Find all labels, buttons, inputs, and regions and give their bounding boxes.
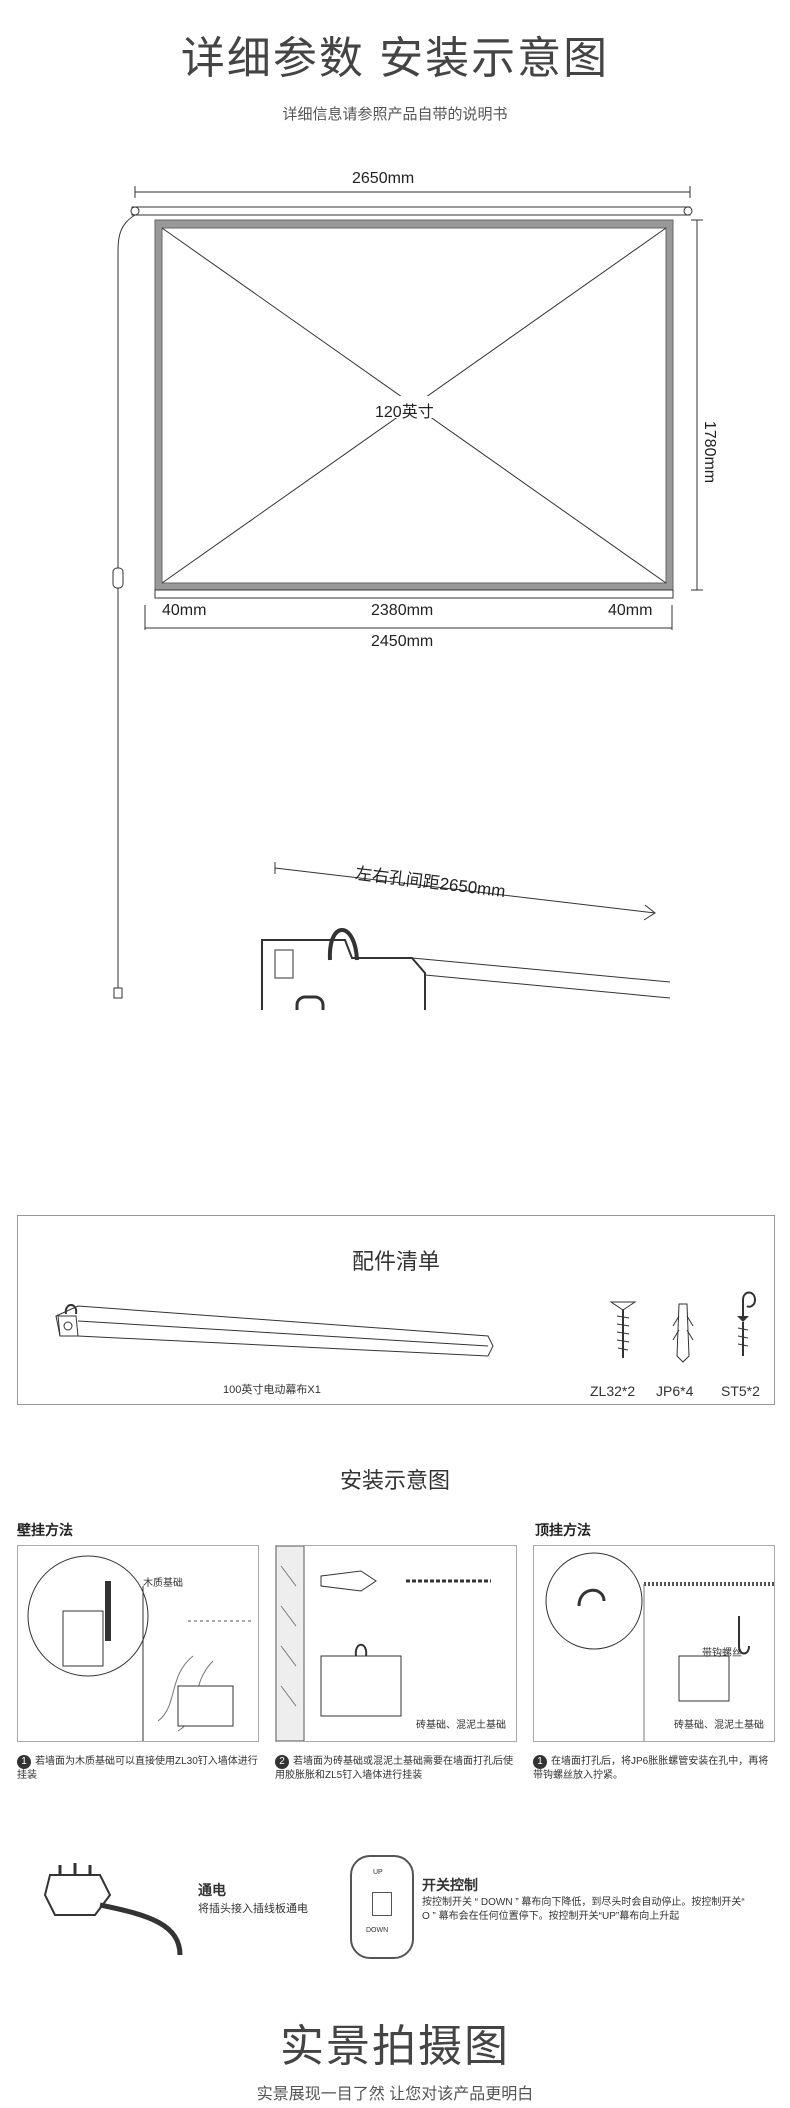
install-panel-ceiling: 带钩螺丝 砖基础、混泥土基础 [533,1545,775,1742]
footer-title: 实景拍摄图 [280,2022,510,2071]
accessory-label-1: ZL32*2 [590,1383,636,1399]
power-text: 将插头接入插线板通电 [198,1903,308,1915]
dim-total-width: 2650mm [352,170,415,187]
screen-diagram [112,186,703,1010]
step2-text: 若墙面为砖基础或混泥土基础需要在墙面打孔后使用胶胀胀和ZL5钉入墙体进行挂装 [275,1756,513,1781]
accessory-label-2: JP6*4 [656,1383,694,1399]
ceiling-method-label: 顶挂方法 [535,1522,591,1538]
step1-text: 若墙面为木质基础可以直接使用ZL30钉入墙体进行挂装 [17,1756,258,1781]
footer-subtitle: 实景展现一目了然 让您对该产品更明白 [256,2086,534,2103]
panel1-label: 木质基础 [143,1578,183,1589]
step3-number: 1 [533,1755,547,1769]
accessory-main: 100英寸电动幕布X1 [223,1384,321,1396]
anchor-icon [672,1303,694,1363]
install-panel-brick: 砖基础、混泥土基础 [275,1545,517,1742]
hook-screw-icon [737,1291,757,1356]
panel3-label: 砖基础、混泥土基础 [674,1720,764,1731]
plug-icon [43,1863,183,1955]
install-panel-wood: 木质基础 [17,1545,259,1742]
panel2-label: 砖基础、混泥土基础 [416,1720,506,1731]
dim-case-width: 2450mm [371,633,434,650]
accessories-title: 配件清单 [351,1249,440,1274]
screw-icon [609,1301,637,1358]
accessories-box: 配件清单 100英寸电动幕布X1 ZL32*2 JP6*4 ST5*2 [17,1215,775,1405]
dim-viewing-width: 2380mm [371,602,434,619]
screen-case-illustration [55,1304,494,1357]
switch-down-label: DOWN [366,1927,389,1934]
power-title: 通电 [198,1882,226,1898]
dim-screen-size: 120英寸 [375,404,434,421]
page-title: 详细参数 安装示意图 [180,34,610,83]
switch-button [372,1892,392,1916]
step1-number: 1 [17,1755,31,1769]
switch-title: 开关控制 [422,1877,478,1893]
step3-text: 在墙面打孔后，将JP6胀胀螺管安装在孔中，再将带钩螺丝放入拧紧。 [533,1756,769,1781]
page-subtitle: 详细信息请参照产品自带的说明书 [282,106,508,123]
install-title: 安装示意图 [339,1468,450,1493]
switch-device: UP DOWN [350,1855,414,1959]
dim-height: 1780mm [701,420,719,484]
step2-number: 2 [275,1755,289,1769]
panel3-hook-label: 带钩螺丝 [702,1648,742,1659]
dim-right-border: 40mm [608,602,653,619]
switch-up-label: UP [373,1869,383,1876]
switch-text: 按控制开关 “ DOWN ” 幕布向下降低，到尽头时会自动停止。按控制开关“ O… [422,1897,745,1922]
dim-left-border: 40mm [162,602,207,619]
wall-method-label: 壁挂方法 [17,1522,73,1538]
accessory-label-3: ST5*2 [721,1383,760,1399]
